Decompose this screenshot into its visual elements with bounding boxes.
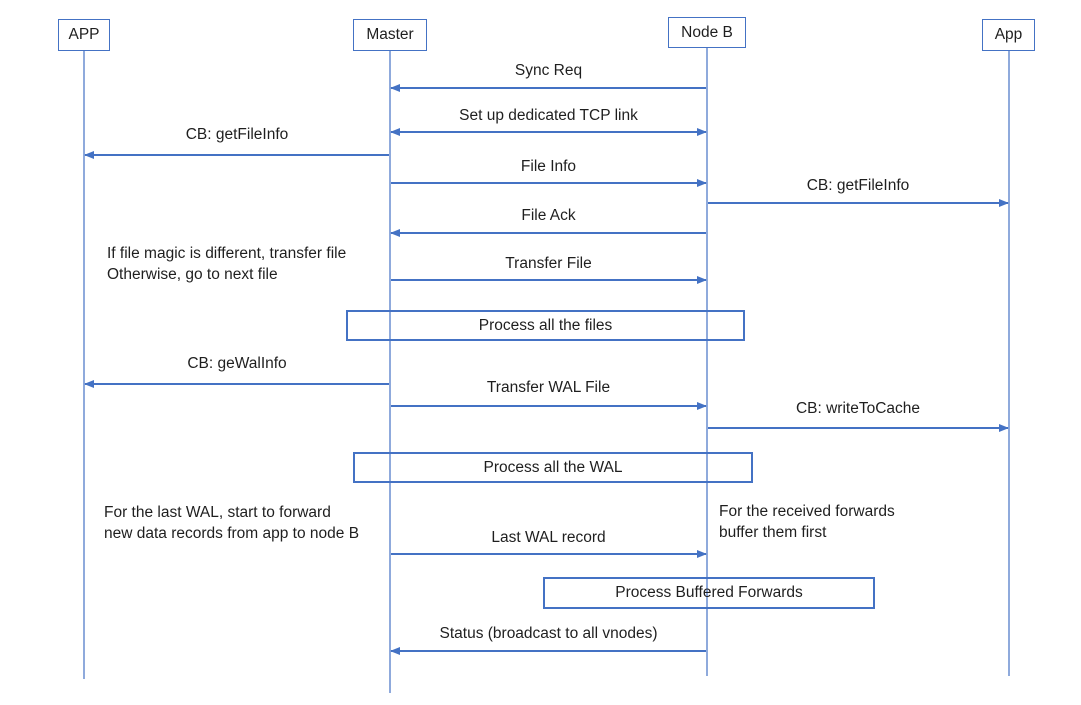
actor-label-master: Master bbox=[366, 26, 414, 43]
message-label-status-broadcast: Status (broadcast to all vnodes) bbox=[439, 625, 658, 642]
note-file-magic-line1: If file magic is different, transfer fil… bbox=[107, 245, 347, 262]
process-box-wal-label: Process all the WAL bbox=[483, 458, 623, 476]
arrow-line bbox=[85, 154, 389, 156]
message-label-cb-getfileinfo-right: CB: getFileInfo bbox=[806, 177, 910, 194]
arrow-line bbox=[391, 182, 706, 184]
actor-box-node-b: Node B bbox=[668, 17, 746, 48]
arrowhead-right-icon bbox=[999, 198, 1009, 207]
note-file-magic: If file magic is different, transfer fil… bbox=[107, 243, 346, 285]
process-box-files-label: Process all the files bbox=[478, 316, 613, 334]
arrowhead-left-icon bbox=[390, 83, 400, 92]
note-file-magic-line2: Otherwise, go to next file bbox=[107, 266, 278, 283]
note-received-forwards-line1: For the received forwards bbox=[719, 503, 895, 520]
message-label-file-info: File Info bbox=[520, 158, 577, 175]
lifeline-app-right bbox=[1008, 51, 1010, 676]
message-label-sync-req: Sync Req bbox=[514, 62, 583, 79]
process-box-buffered-forwards-label: Process Buffered Forwards bbox=[615, 584, 803, 601]
arrowhead-right-icon bbox=[697, 401, 707, 410]
note-received-forwards: For the received forwards buffer them fi… bbox=[719, 501, 895, 543]
note-last-wal-forward-line1: For the last WAL, start to forward bbox=[104, 504, 331, 521]
arrow-line bbox=[391, 232, 706, 234]
process-box-wal: Process all the WAL bbox=[353, 452, 753, 483]
arrow-line bbox=[708, 427, 1008, 429]
arrow-line bbox=[85, 383, 389, 385]
arrow-line bbox=[391, 279, 706, 281]
arrowhead-right-icon bbox=[697, 549, 707, 558]
message-label-last-wal-record: Last WAL record bbox=[491, 529, 606, 546]
actor-label-app-right: App bbox=[994, 26, 1023, 43]
actor-box-master: Master bbox=[353, 19, 427, 51]
message-label-tcp-link: Set up dedicated TCP link bbox=[459, 107, 638, 124]
arrowhead-left-icon bbox=[390, 127, 400, 136]
arrowhead-right-icon bbox=[697, 127, 707, 136]
message-label-cb-writetocache: CB: writeToCache bbox=[795, 400, 921, 417]
message-label-cb-gewalinfo: CB: geWalInfo bbox=[187, 355, 287, 372]
arrowhead-right-icon bbox=[697, 275, 707, 284]
arrow-line bbox=[391, 553, 706, 555]
actor-label-node-b: Node B bbox=[681, 23, 733, 41]
arrowhead-right-icon bbox=[697, 178, 707, 187]
message-label-transfer-file: Transfer File bbox=[505, 255, 592, 272]
process-box-buffered-forwards: Process Buffered Forwards bbox=[543, 577, 875, 609]
arrowhead-left-icon bbox=[84, 379, 94, 388]
arrow-line bbox=[708, 202, 1008, 204]
message-label-transfer-wal-file: Transfer WAL File bbox=[486, 379, 611, 396]
arrowhead-left-icon bbox=[390, 646, 400, 655]
arrowhead-left-icon bbox=[84, 150, 94, 159]
lifeline-master bbox=[389, 51, 391, 693]
note-last-wal-forward: For the last WAL, start to forward new d… bbox=[104, 502, 359, 544]
arrow-line bbox=[391, 131, 706, 133]
process-box-files: Process all the files bbox=[346, 310, 745, 341]
arrowhead-left-icon bbox=[390, 228, 400, 237]
lifeline-node-b bbox=[706, 48, 708, 676]
lifeline-app-left bbox=[83, 51, 85, 679]
note-received-forwards-line2: buffer them first bbox=[719, 524, 827, 541]
actor-label-app-left: APP bbox=[68, 26, 100, 43]
actor-box-app-right: App bbox=[982, 19, 1035, 51]
note-last-wal-forward-line2: new data records from app to node B bbox=[104, 525, 360, 542]
arrowhead-right-icon bbox=[999, 423, 1009, 432]
arrow-line bbox=[391, 650, 706, 652]
arrow-line bbox=[391, 405, 706, 407]
message-label-file-ack: File Ack bbox=[521, 207, 576, 224]
message-label-cb-getfileinfo-left: CB: getFileInfo bbox=[185, 126, 289, 143]
arrow-line bbox=[391, 87, 706, 89]
actor-box-app-left: APP bbox=[58, 19, 110, 51]
